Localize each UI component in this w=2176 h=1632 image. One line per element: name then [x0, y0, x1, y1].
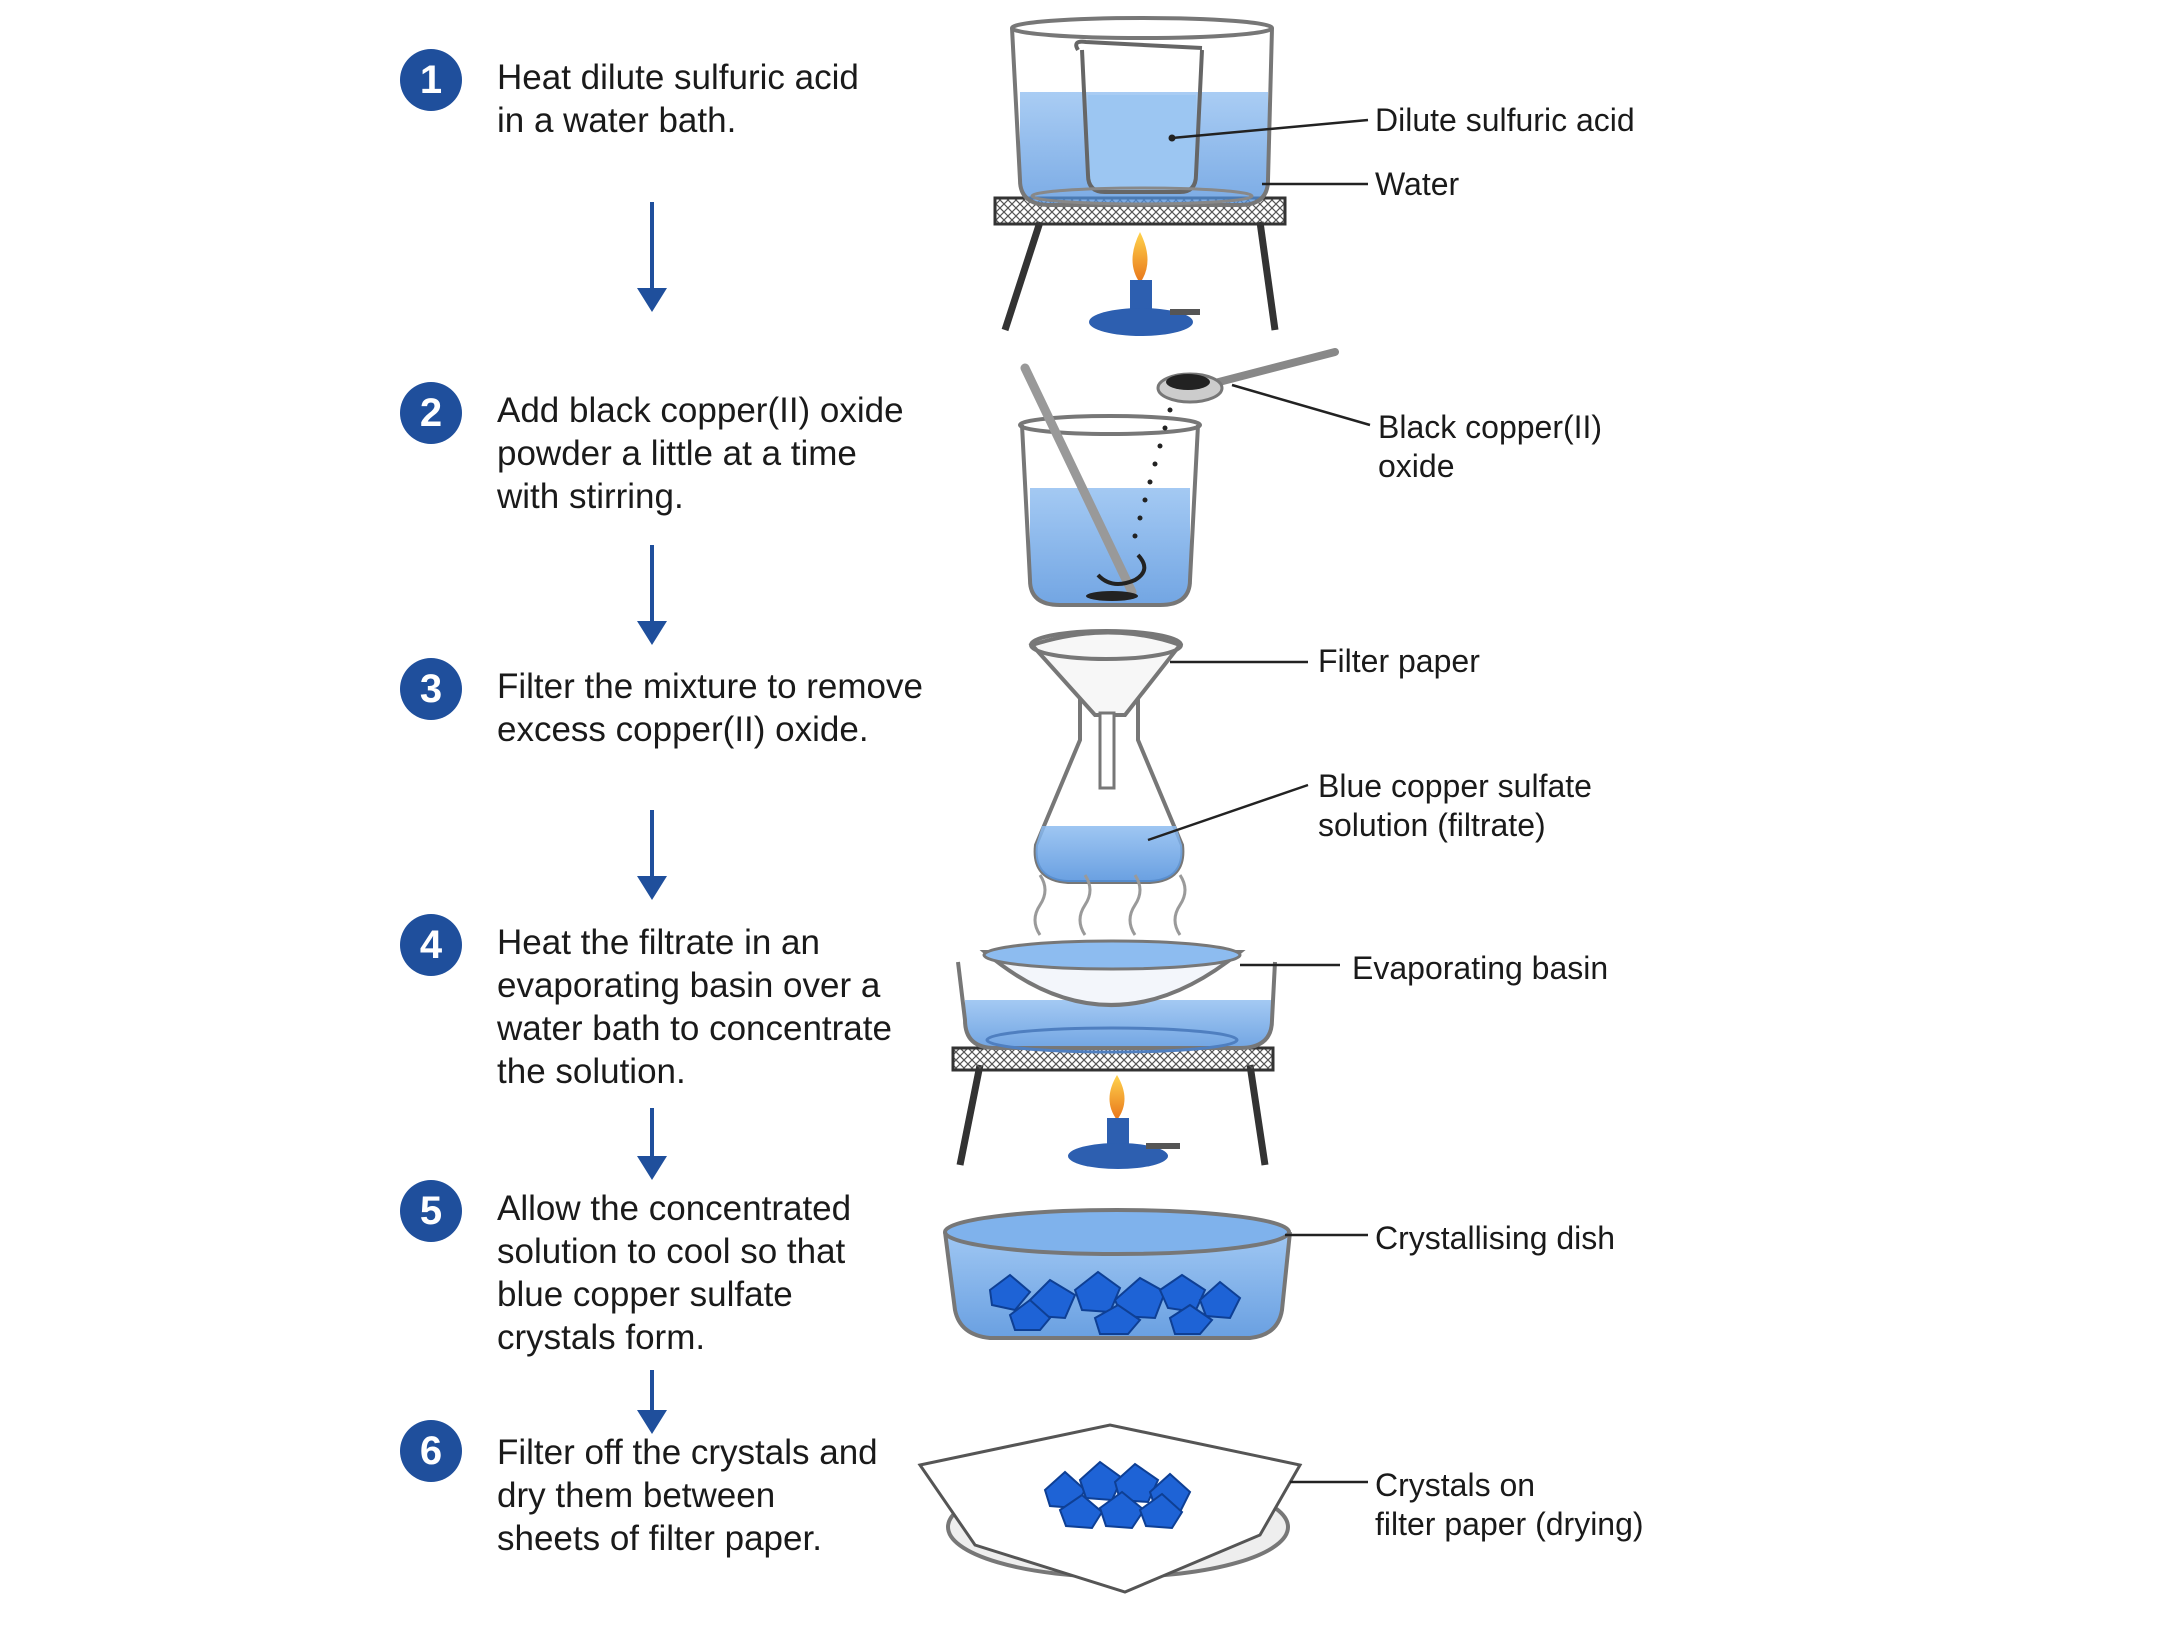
label-line: filter paper (drying): [1375, 1506, 1644, 1542]
step-1-line-2: in a water bath.: [497, 101, 737, 140]
step-5-line-2: solution to cool so that: [497, 1232, 846, 1271]
copper-oxide-deposit: [1086, 591, 1138, 601]
label-filtrate: Blue copper sulfate solution (filtrate): [1318, 767, 1592, 845]
label-line: solution (filtrate): [1318, 807, 1546, 843]
flow-arrow-down-icon: [637, 545, 667, 645]
flow-arrow-down-icon: [637, 202, 667, 312]
copper-sulfate-crystals: [988, 1270, 1242, 1335]
label-line: Filter paper: [1318, 643, 1480, 679]
label-crystallising-dish: Crystallising dish: [1375, 1219, 1615, 1258]
step-4-badge: 4: [400, 914, 462, 976]
step-4-line-2: evaporating basin over a: [497, 966, 881, 1005]
evaporation-apparatus: [951, 874, 1340, 1169]
flame: [1132, 232, 1148, 283]
step-1-line-1: Heat dilute sulfuric acid: [497, 58, 859, 97]
stir-arrow-icon: [1096, 553, 1147, 586]
label-line: Water: [1375, 166, 1460, 202]
outer-beaker-rim: [1010, 16, 1274, 40]
filter-funnel: [1028, 630, 1184, 717]
label-water: Water: [1375, 165, 1459, 204]
leader-copper-oxide: [1231, 383, 1371, 427]
burner-base: [1068, 1143, 1168, 1169]
bunsen-burner: [1130, 280, 1152, 310]
label-line: Dilute sulfuric acid: [1375, 102, 1635, 138]
label-evaporating-basin: Evaporating basin: [1352, 949, 1608, 988]
step-1-badge: 1: [400, 49, 462, 111]
flame: [1109, 1075, 1125, 1120]
step-5-line-3: blue copper sulfate: [497, 1275, 793, 1314]
step-5-line-1: Allow the concentrated: [497, 1189, 852, 1228]
inner-beaker-spout: [1074, 39, 1203, 52]
label-black-copper-oxide: Black copper(II) oxide: [1378, 408, 1602, 486]
step-6-badge: 6: [400, 1420, 462, 1482]
step-3-badge: 3: [400, 658, 462, 720]
step-3-line-2: excess copper(II) oxide.: [497, 710, 869, 749]
funnel-rim: [1029, 629, 1183, 661]
spatula-handle: [1211, 348, 1339, 387]
falling-powder: [1132, 407, 1173, 539]
crystallising-apparatus: [943, 1208, 1368, 1340]
leader-filtrate: [1147, 783, 1309, 842]
step-3-line-1: Filter the mixture to remove: [497, 667, 923, 706]
crystallising-dish: [943, 1231, 1292, 1340]
step-4-line-1: Heat the filtrate in an: [497, 923, 820, 962]
water-bath-beaker: [956, 961, 1277, 1050]
steam: [1033, 874, 1187, 936]
flow-arrow-down-icon: [637, 1108, 667, 1180]
water-bath-apparatus: [993, 16, 1369, 336]
step-5-text: Allow the concentrated solution to cool …: [497, 1187, 851, 1359]
step-4-line-3: water bath to concentrate: [497, 1009, 892, 1048]
drying-crystals: [1043, 1460, 1192, 1530]
tripod-leg: [1246, 1064, 1269, 1166]
inner-beaker: [1080, 49, 1204, 194]
stirring-apparatus: [1018, 348, 1371, 607]
leader-dilute-acid: [1171, 118, 1369, 140]
label-line: Crystallising dish: [1375, 1220, 1616, 1256]
step-3-text: Filter the mixture to remove excess copp…: [497, 665, 923, 751]
drying-apparatus: [917, 1423, 1368, 1594]
step-4-text: Heat the filtrate in an evaporating basi…: [497, 921, 892, 1093]
funnel-stem: [1098, 711, 1116, 790]
tripod-leg: [1001, 220, 1044, 332]
label-filter-paper: Filter paper: [1318, 642, 1480, 681]
dilute-sulfuric-acid: [1088, 95, 1196, 192]
label-line: Black copper(II): [1378, 409, 1603, 445]
label-line: Blue copper sulfate: [1318, 768, 1592, 804]
step-6-line-2: dry them between: [497, 1476, 776, 1515]
step-2-text: Add black copper(II) oxide powder a litt…: [497, 389, 904, 518]
tripod-leg: [956, 1064, 984, 1166]
step-6-line-3: sheets of filter paper.: [497, 1519, 822, 1558]
beaker-rim: [1018, 414, 1202, 436]
filtrate-liquid: [1035, 826, 1183, 882]
flow-arrow-down-icon: [637, 1370, 667, 1434]
step-4-line-4: the solution.: [497, 1052, 686, 1091]
step-2-line-1: Add black copper(II) oxide: [497, 391, 904, 430]
step-1-text: Heat dilute sulfuric acid in a water bat…: [497, 56, 859, 142]
flow-arrow-down-icon: [637, 810, 667, 900]
step-6-line-1: Filter off the crystals and: [497, 1433, 878, 1472]
burner-base: [1089, 308, 1193, 336]
tripod-leg: [1256, 221, 1279, 331]
filtration-apparatus: [1028, 629, 1309, 884]
concentrating-solution: [982, 939, 1242, 971]
bunsen-burner: [1107, 1118, 1129, 1144]
water: [965, 1000, 1272, 1048]
crystallising-dish-rim: [943, 1208, 1291, 1256]
step-5-badge: 5: [400, 1180, 462, 1242]
step-5-line-4: crystals form.: [497, 1318, 706, 1357]
label-dilute-sulfuric-acid: Dilute sulfuric acid: [1375, 101, 1635, 140]
glass-stirring-rod: [1020, 363, 1137, 597]
beaker: [1020, 424, 1200, 607]
label-line: Crystals on: [1375, 1467, 1536, 1503]
step-2-badge: 2: [400, 382, 462, 444]
label-line: Evaporating basin: [1352, 950, 1609, 986]
step-2-line-3: with stirring.: [497, 477, 684, 516]
step-2-line-2: powder a little at a time: [497, 434, 857, 473]
label-line: oxide: [1378, 448, 1455, 484]
step-6-text: Filter off the crystals and dry them bet…: [497, 1431, 878, 1560]
copper-oxide-powder: [1166, 374, 1210, 390]
label-crystals-drying: Crystals on filter paper (drying): [1375, 1466, 1644, 1544]
